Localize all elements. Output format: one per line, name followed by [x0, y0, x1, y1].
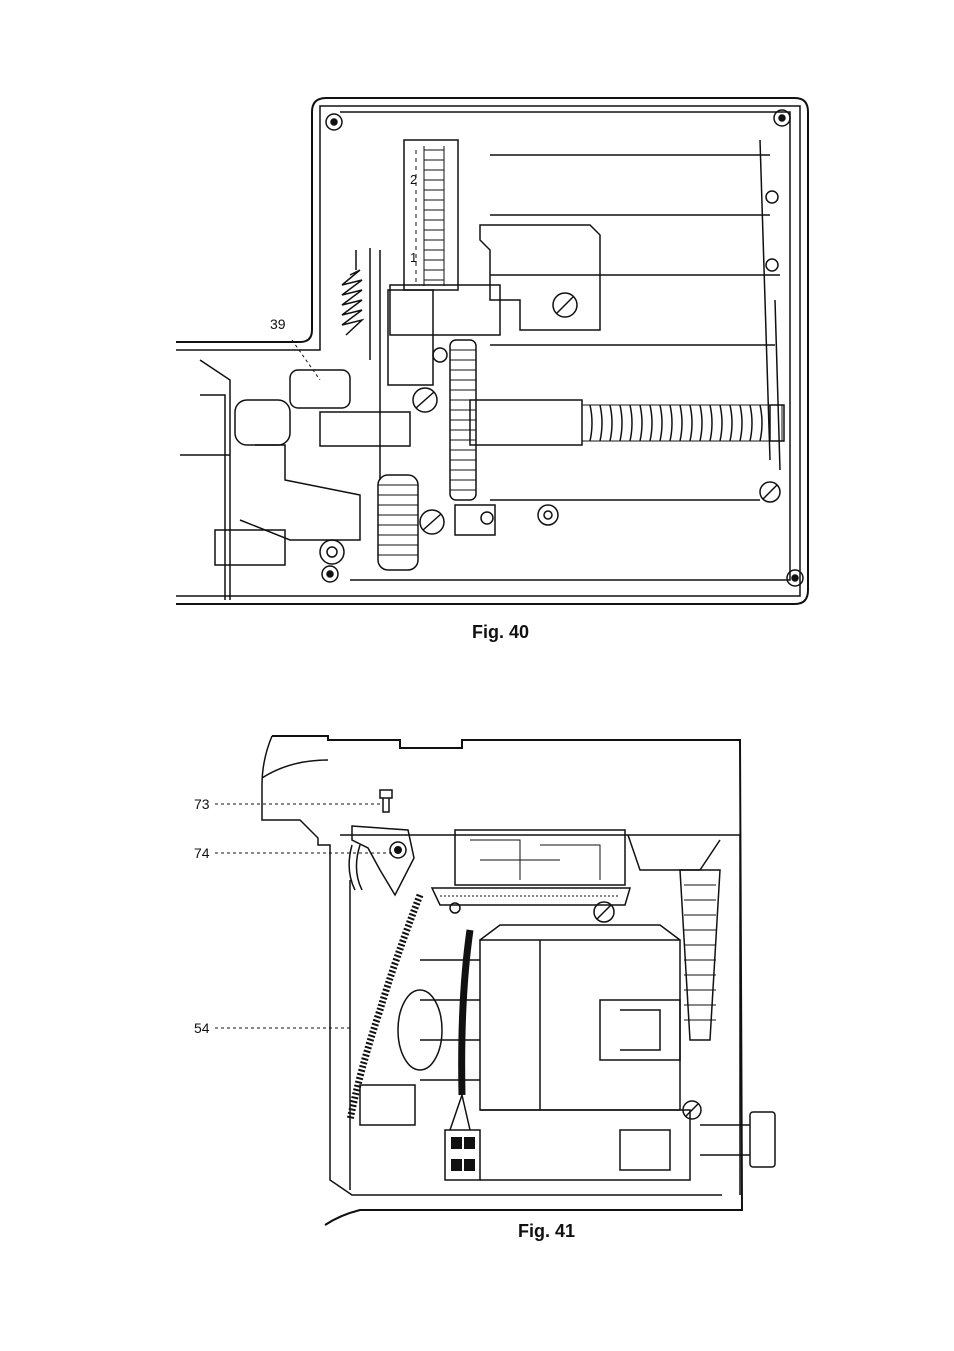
gear-drum	[404, 140, 458, 290]
callout-74: 74	[194, 845, 210, 861]
callout-54: 54	[194, 1020, 210, 1036]
right-knob	[750, 1112, 775, 1167]
lever-74	[352, 826, 414, 895]
callout-39: 39	[270, 316, 286, 332]
connector-block	[445, 1130, 480, 1180]
housing-outline	[176, 98, 808, 604]
scale-mark-1: 1	[410, 250, 417, 265]
spring-54	[349, 845, 362, 890]
leader-39	[292, 340, 320, 380]
drive-belt	[680, 870, 720, 1040]
scale-mark-2: 2	[410, 172, 417, 187]
figure-40-drawing: 2 1	[0, 0, 954, 660]
housing-outline-41	[272, 736, 742, 1225]
shaft-spring	[590, 405, 762, 441]
callout-73: 73	[194, 796, 210, 812]
tension-spring	[342, 270, 362, 335]
housing-inner-rim	[176, 106, 800, 596]
main-shaft	[470, 400, 582, 445]
bottom-gear	[378, 475, 418, 570]
figure-41-caption: Fig. 41	[518, 1221, 575, 1242]
wire-cable	[350, 895, 420, 1120]
figure-40-caption: Fig. 40	[472, 622, 529, 643]
large-flat-gear	[432, 888, 630, 905]
motor-body	[480, 940, 680, 1110]
screw-73-icon	[380, 790, 392, 812]
